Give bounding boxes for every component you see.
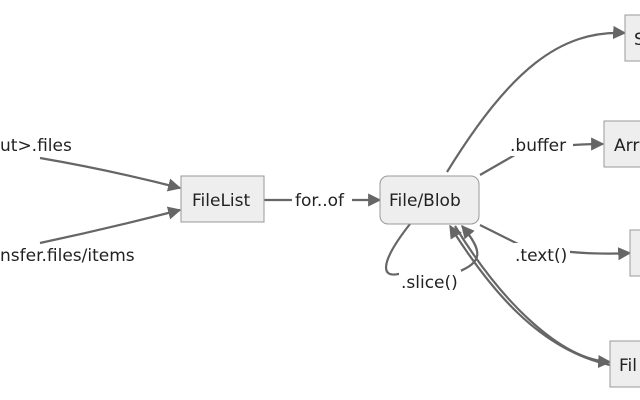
edge-file-right-back: [449, 224, 611, 367]
label-for-of: for..of: [295, 191, 345, 211]
edge-slice-loop: [385, 224, 479, 276]
node-file-right-label: Fil: [619, 356, 637, 376]
edge-input-files: [39, 156, 182, 192]
node-array-right[interactable]: Arr: [603, 120, 640, 168]
node-top-right-label: S: [634, 30, 640, 50]
node-filelist[interactable]: FileList: [180, 175, 265, 223]
label-text-bg: [514, 243, 570, 267]
label-buffer-bg: [509, 132, 573, 156]
label-slice: .slice(): [401, 273, 458, 293]
node-fileblob-label: File/Blob: [389, 191, 461, 211]
label-transfer-files: nsfer.files/items: [0, 246, 135, 266]
node-top-right[interactable]: S: [624, 14, 640, 62]
label-text: .text(): [515, 246, 567, 266]
label-input-files: ut>.files: [0, 136, 72, 156]
node-file-right[interactable]: Fil: [609, 340, 640, 388]
node-text-right[interactable]: [629, 229, 640, 277]
node-array-right-label: Arr: [614, 136, 639, 156]
label-for-of-bg: [292, 188, 352, 212]
label-slice-bg: [399, 270, 461, 294]
edge-to-top-right: [446, 25, 627, 173]
node-fileblob[interactable]: File/Blob: [379, 175, 480, 225]
node-filelist-label: FileList: [192, 191, 250, 211]
edge-transfer-files: [39, 206, 182, 245]
label-buffer: .buffer: [510, 136, 566, 156]
